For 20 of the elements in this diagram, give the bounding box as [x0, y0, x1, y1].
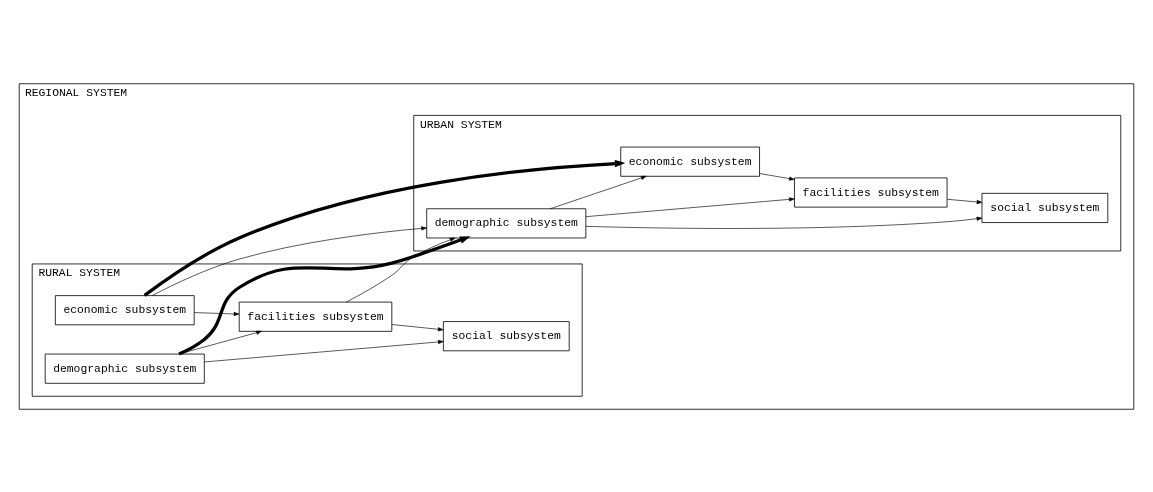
node-box: economic subsystem — [620, 146, 760, 177]
arrow — [549, 175, 647, 209]
arrow — [946, 198, 983, 204]
arrow — [759, 172, 795, 181]
arrow — [585, 196, 795, 217]
arrow — [585, 216, 983, 229]
node-box: facilities subsystem — [238, 301, 393, 332]
node-box: demographic subsystem — [44, 353, 205, 384]
arrow — [143, 159, 626, 297]
node-box: social subsystem — [442, 320, 570, 351]
arrow — [178, 235, 471, 355]
arrow — [194, 311, 240, 316]
node-box: facilities subsystem — [794, 177, 948, 208]
node-box: economic subsystem — [54, 294, 195, 325]
arrow — [391, 323, 444, 331]
node-box: demographic subsystem — [426, 207, 587, 238]
node-box: social subsystem — [981, 192, 1109, 223]
arrow — [346, 237, 456, 302]
arrow — [151, 225, 427, 296]
arrow — [204, 339, 444, 362]
